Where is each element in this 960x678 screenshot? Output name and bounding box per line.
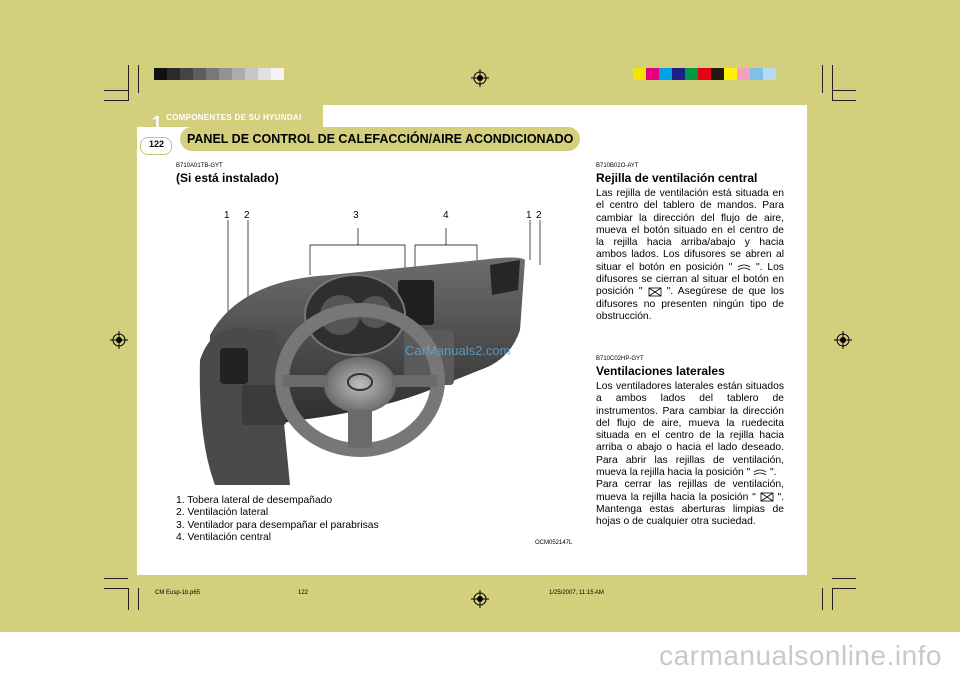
crop-mark [822,65,823,93]
figure-code: OCM052147L [535,540,573,546]
chapter-number: 1 [152,113,163,133]
vent-open-icon [753,469,767,476]
crop-mark [832,588,856,589]
calibration-swatch [193,68,206,80]
crop-mark [832,588,833,610]
body-text: ". Los difusores se cierran al situar el… [596,261,784,298]
calibration-swatch [219,68,232,80]
registration-target-icon [110,331,128,349]
registration-target-icon [471,590,489,608]
gray-calibration-bar [154,68,284,80]
section-body: Los ventiladores laterales están situado… [596,381,784,529]
crop-mark [104,588,128,589]
section-banner [180,127,580,151]
section-body: Las rejilla de ventilación está situada … [596,188,784,323]
calibration-swatch [206,68,219,80]
body-text: ". [769,467,777,479]
calibration-swatch [698,68,711,80]
crop-mark [138,65,139,93]
crop-mark [138,588,139,610]
calibration-swatch [633,68,646,80]
vent-closed-icon [648,287,662,297]
footer-watermark[interactable]: carmanualsonline.info [659,640,942,671]
footer-strip [0,632,960,678]
print-page: 122 [298,590,309,596]
calibration-swatch [258,68,271,80]
callout-number: 1 [526,210,532,221]
crop-mark [822,588,823,610]
section-code: B710C02HP-GYT [596,356,644,362]
section-heading: Ventilaciones laterales [596,364,725,378]
page-number-badge [140,137,172,155]
list-item: 4. Ventilación central [176,531,272,543]
callout-number: 3 [353,210,359,221]
watermark-text: CarManuals2.com [405,343,511,358]
crop-mark [832,90,856,91]
calibration-swatch [646,68,659,80]
print-file: CM Eusp-1b.p65 [155,590,201,596]
calibration-swatch [271,68,284,80]
registration-target-icon [471,69,489,87]
callout-number: 2 [244,210,250,221]
section-code: B710B02O-AYT [596,163,639,169]
callout-number: 4 [443,210,449,221]
body-text: ". Mantenga estas aberturas limpias de h… [596,491,784,528]
header-tab [137,105,323,127]
crop-mark [104,90,128,91]
list-item: 2. Ventilación lateral [176,507,269,519]
body-text: " [728,261,733,273]
callout-number: 1 [224,210,230,221]
calibration-swatch [232,68,245,80]
calibration-swatch [659,68,672,80]
calibration-swatch [167,68,180,80]
dashboard-illustration [199,220,541,485]
section-heading: Rejilla de ventilación central [596,171,758,185]
crop-mark [104,100,128,101]
section-code: B710A01TB-GYT [176,163,223,169]
callout-number: 2 [536,210,542,221]
calibration-swatch [672,68,685,80]
crop-mark [832,100,856,101]
vent-open-icon [737,264,751,271]
crop-mark [832,578,856,579]
print-date: 1/25/2007, 11:15 AM [549,590,604,596]
page-number: 122 [149,139,165,149]
chapter-title: COMPONENTES DE SU HYUNDAI [166,113,302,122]
color-calibration-bar [633,68,776,80]
calibration-swatch [180,68,193,80]
calibration-swatch [245,68,258,80]
calibration-swatch [711,68,724,80]
calibration-swatch [737,68,750,80]
crop-mark [832,65,833,101]
body-text: Las rejilla de ventilación está situada … [596,188,784,273]
vent-closed-icon [760,492,774,502]
section-heading: (Si está instalado) [176,171,279,185]
calibration-swatch [724,68,737,80]
calibration-swatch [154,68,167,80]
crop-mark [104,578,128,579]
legend-list: 1. Tobera lateral de desempañado 2. Vent… [176,495,379,544]
list-item: 3. Ventilador para desempañar el parabri… [176,519,379,531]
calibration-swatch [750,68,763,80]
registration-target-icon [834,331,852,349]
body-text: Para cerrar las rejillas de ventilación,… [596,479,784,503]
crop-mark [128,65,129,101]
calibration-swatch [763,68,776,80]
crop-mark [128,588,129,610]
body-text: ". Asegúrese de que los difusores no pre… [596,286,784,322]
section-title: PANEL DE CONTROL DE CALEFACCIÓN/AIRE ACO… [187,132,574,146]
body-text: Los ventiladores laterales están situado… [596,381,784,479]
calibration-swatch [685,68,698,80]
list-item: 1. Tobera lateral de desempañado [176,495,333,506]
